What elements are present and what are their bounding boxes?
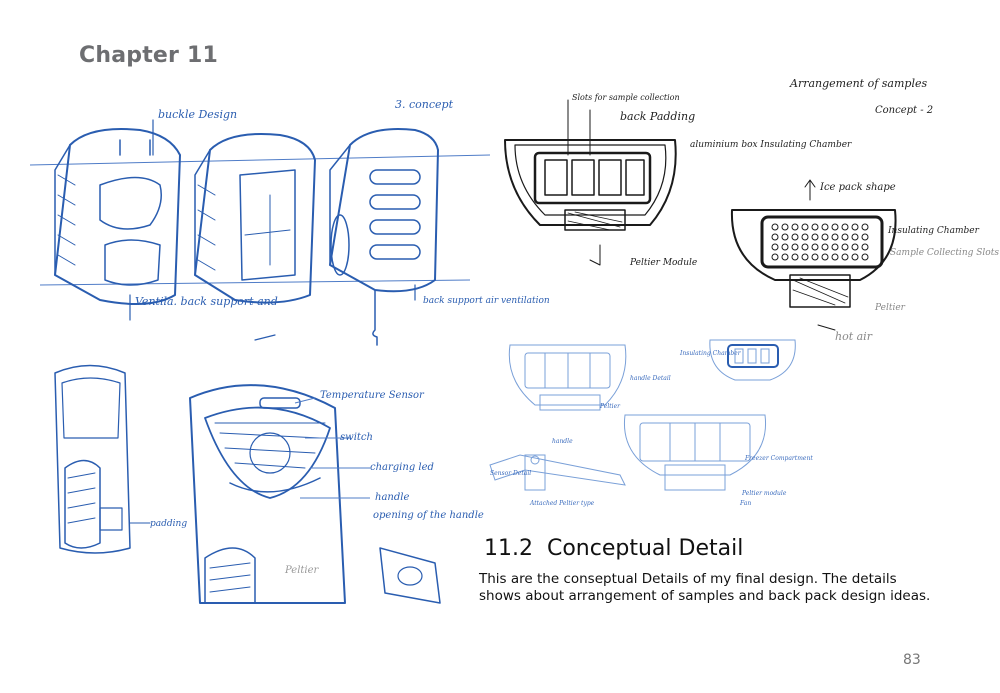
note-buckle-design: buckle Design <box>158 108 237 121</box>
backpack-concept-3 <box>329 128 439 346</box>
sample-arrangement-sketches: Arrangement of samples Concept - 2 Slots… <box>504 77 999 343</box>
section-title-text: Conceptual Detail <box>546 536 744 561</box>
backpack-small-view <box>54 364 151 554</box>
backpack-concept-2 <box>194 133 316 304</box>
note-peltier: Peltier <box>284 565 320 576</box>
note-peltier-module: Peltier Module <box>629 258 697 268</box>
note-aluminium-chamber: aluminium box Insulating Chamber <box>690 140 852 150</box>
final-backpack-sketches: Temperature Sensor switch charging led h… <box>54 364 484 604</box>
note-opening-handle: opening of the handle <box>373 510 484 521</box>
note-peltier-small: Peltier <box>599 403 621 410</box>
note-handle-small: handle <box>552 438 573 445</box>
note-handle-detail: handle Detail <box>630 375 671 382</box>
note-sample-slots: Sample Collecting Slots <box>890 248 999 258</box>
front-view-drawing <box>508 344 627 411</box>
cross-section-drawing <box>623 414 767 491</box>
backpack-concept-sketches: buckle Design 3. concept Ventila. back s… <box>29 98 550 346</box>
backpack-main-view <box>189 384 370 604</box>
note-back-support-air: back support air ventilation <box>423 296 550 306</box>
note-arrangement-title: Arrangement of samples <box>789 77 927 90</box>
section-number: 11.2 <box>484 536 533 561</box>
note-ice-pack: Ice pack shape <box>819 182 896 193</box>
note-peltier-2: Peltier <box>874 303 906 313</box>
note-hot-air: hot air <box>835 330 873 343</box>
note-insulating-chamber: Insulating Chamber <box>887 226 980 236</box>
note-attached-peltier: Attached Peltier type <box>529 500 595 507</box>
note-padding: padding <box>150 519 187 529</box>
note-back-padding: back Padding <box>620 110 695 123</box>
top-view-drawing <box>709 339 796 381</box>
note-insulating-small: Insulating Chamber <box>679 350 742 357</box>
conceptual-detail-drawings: handle Detail handle Sensor Detail Attac… <box>489 339 813 507</box>
handle-side-drawing <box>489 454 626 491</box>
handle-detail-sketch <box>379 547 441 604</box>
note-peltier-module-small: Peltier module <box>741 490 787 497</box>
note-switch: switch <box>340 432 373 443</box>
note-fan: Fan <box>739 500 751 507</box>
note-concept-3: 3. concept <box>395 98 454 111</box>
note-ventilation: Ventila. back support and <box>135 295 278 308</box>
note-handle: handle <box>375 492 409 503</box>
section-heading: 11.2 Conceptual Detail <box>484 536 743 561</box>
cross-section-concept-1 <box>504 99 677 266</box>
note-charging-led: charging led <box>370 462 434 473</box>
note-sensor-detail: Sensor Detail <box>490 470 531 477</box>
chapter-heading: Chapter 11 <box>79 43 218 68</box>
note-temperature-sensor: Temperature Sensor <box>320 390 425 401</box>
note-concept-2: Concept - 2 <box>875 105 933 116</box>
page-number: 83 <box>903 652 921 668</box>
cross-section-concept-2 <box>730 179 897 331</box>
backpack-concept-1 <box>54 128 181 305</box>
note-freezer-compartment: Freezer Compartment <box>744 455 813 462</box>
note-slots-sample: Slots for sample collection <box>572 93 680 102</box>
section-body-text: This are the conseptual Details of my fi… <box>479 571 931 604</box>
